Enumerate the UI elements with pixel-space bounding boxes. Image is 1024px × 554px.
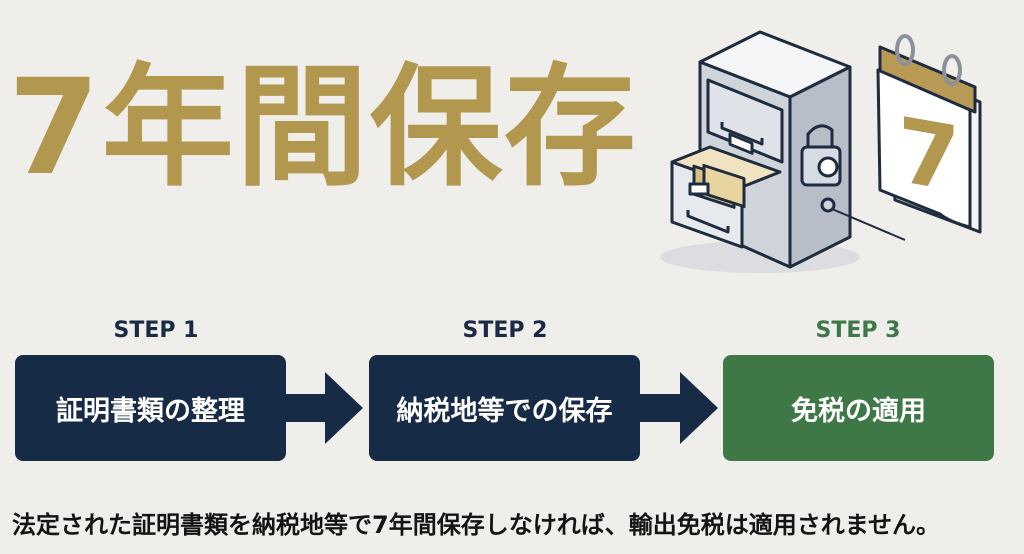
step-3-label: STEP 3	[815, 318, 901, 343]
step-3-box: 免税の適用	[723, 355, 994, 461]
footer-note: 法定された証明書類を納税地等で7年間保存しなければ、輸出免税は適用されません。	[12, 511, 940, 539]
calendar-number: 7	[898, 98, 961, 213]
step-2-box: 納税地等での保存	[369, 355, 640, 461]
step-3-text: 免税の適用	[791, 395, 926, 427]
step-2-text: 納税地等での保存	[396, 395, 613, 427]
step-2-label: STEP 2	[462, 318, 548, 343]
step-1-label: STEP 1	[113, 318, 199, 343]
cable	[831, 208, 906, 241]
step-1-box: 証明書類の整理	[15, 355, 286, 461]
arrow-right-icon	[640, 372, 718, 444]
illustration: 7	[660, 30, 982, 273]
padlock-icon	[800, 124, 842, 187]
cable-port	[820, 197, 836, 213]
arrow-right-icon	[285, 372, 363, 444]
calendar-icon	[876, 34, 982, 234]
step-1-text: 証明書類の整理	[56, 395, 245, 427]
headline-title: 7年間保存	[8, 51, 638, 205]
filing-cabinet-icon	[670, 30, 852, 269]
